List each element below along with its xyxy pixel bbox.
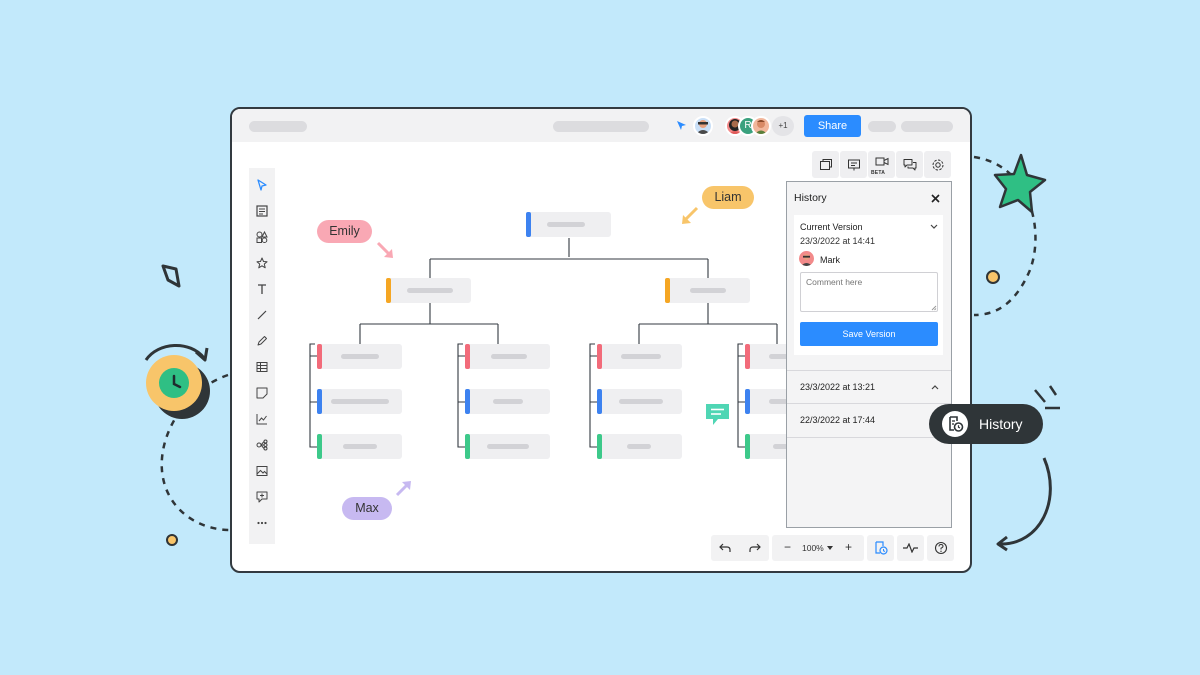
menu-placeholder[interactable] (901, 121, 953, 132)
close-icon[interactable] (931, 194, 940, 203)
chevron-down-icon[interactable] (827, 546, 833, 551)
zoom-out-button[interactable]: − (784, 540, 792, 554)
history-panel-title: History (794, 192, 827, 204)
org-node-leaf[interactable] (465, 434, 550, 459)
chevron-down-icon[interactable] (930, 224, 938, 230)
more-collaborators-badge[interactable]: +1 (772, 116, 794, 136)
version-date: 22/3/2022 at 17:44 (800, 415, 876, 425)
menu-placeholder[interactable] (868, 121, 896, 132)
text-icon[interactable] (253, 280, 271, 298)
history-badge: History (929, 404, 1043, 444)
beta-badge: BETA (871, 170, 886, 176)
cursor-arrow-icon (395, 481, 411, 497)
history-icon (942, 411, 968, 437)
cursor-icon (677, 121, 686, 130)
gear-icon[interactable] (924, 151, 951, 178)
history-panel: History Current Version 23/3/2022 at 14:… (786, 181, 952, 528)
doc-name-placeholder (553, 121, 649, 132)
table-icon[interactable] (253, 358, 271, 376)
select-icon[interactable] (253, 176, 271, 194)
current-version-label: Current Version (800, 222, 863, 232)
undo-redo-group (711, 535, 769, 561)
chevron-up-icon[interactable] (931, 384, 939, 390)
org-node-leaf[interactable] (317, 344, 402, 369)
org-node-leaf[interactable] (597, 344, 682, 369)
version-row[interactable]: 23/3/2022 at 13:21 (787, 370, 951, 404)
help-button[interactable] (927, 535, 954, 561)
current-version-card: Current Version 23/3/2022 at 14:41 Mark … (794, 215, 943, 355)
zoom-in-button[interactable]: + (845, 540, 853, 554)
chart-icon[interactable] (253, 410, 271, 428)
line-icon[interactable] (253, 306, 271, 324)
star-icon[interactable] (253, 254, 271, 272)
help-icon (934, 541, 948, 555)
org-node-leaf[interactable] (597, 389, 682, 414)
cursor-arrow-icon (682, 206, 699, 224)
chat-icon[interactable] (896, 151, 923, 178)
present-icon[interactable] (840, 151, 867, 178)
shapes-icon[interactable] (253, 228, 271, 246)
org-node-leaf[interactable] (465, 344, 550, 369)
app-window: R +1 Share BETA (230, 107, 972, 573)
avatar[interactable] (751, 116, 771, 136)
activity-button[interactable] (897, 535, 924, 561)
redo-icon[interactable] (749, 543, 761, 553)
zoom-controls: − 100% + (772, 535, 864, 561)
org-node-leaf[interactable] (465, 389, 550, 414)
left-toolbar (249, 168, 275, 544)
org-node-leaf[interactable] (317, 434, 402, 459)
org-node-root[interactable] (526, 212, 611, 237)
layers-icon[interactable] (812, 151, 839, 178)
collaborator-label-max: Max (342, 497, 392, 520)
mindmap-icon[interactable] (253, 436, 271, 454)
version-author: Mark (820, 255, 840, 265)
comment-bubble-icon[interactable] (705, 403, 731, 427)
save-version-button[interactable]: Save Version (800, 322, 938, 346)
avatar (799, 251, 814, 266)
zoom-level[interactable]: 100% (802, 543, 824, 553)
note-icon[interactable] (253, 202, 271, 220)
cursor-arrow-icon (376, 241, 393, 258)
undo-icon[interactable] (719, 543, 731, 553)
comment-add-icon[interactable] (253, 488, 271, 506)
avatar[interactable] (693, 116, 713, 136)
pen-icon[interactable] (253, 332, 271, 350)
org-node-right[interactable] (665, 278, 750, 303)
sparkle-icon (161, 264, 181, 288)
activity-icon (903, 543, 918, 553)
video-icon[interactable]: BETA (868, 151, 895, 178)
history-toggle-button[interactable] (867, 535, 894, 561)
sticky-note-icon[interactable] (253, 384, 271, 402)
image-icon[interactable] (253, 462, 271, 480)
resize-handle-icon (931, 305, 937, 311)
top-bar: R +1 Share (232, 109, 970, 142)
version-row[interactable]: 22/3/2022 at 17:44 (787, 403, 951, 438)
org-node-leaf[interactable] (597, 434, 682, 459)
title-placeholder (249, 121, 307, 132)
comment-field[interactable] (800, 272, 938, 312)
more-icon[interactable] (253, 514, 271, 532)
share-button[interactable]: Share (804, 115, 861, 137)
org-node-leaf[interactable] (317, 389, 402, 414)
org-node-left[interactable] (386, 278, 471, 303)
version-date: 23/3/2022 at 13:21 (800, 382, 876, 392)
history-icon (875, 541, 888, 555)
star-icon (993, 153, 1047, 214)
collaborator-label-liam: Liam (702, 186, 754, 209)
current-version-date: 23/3/2022 at 14:41 (800, 236, 876, 246)
collaborator-label-emily: Emily (317, 220, 372, 243)
history-badge-label: History (979, 416, 1023, 432)
clock-icon (146, 355, 212, 421)
